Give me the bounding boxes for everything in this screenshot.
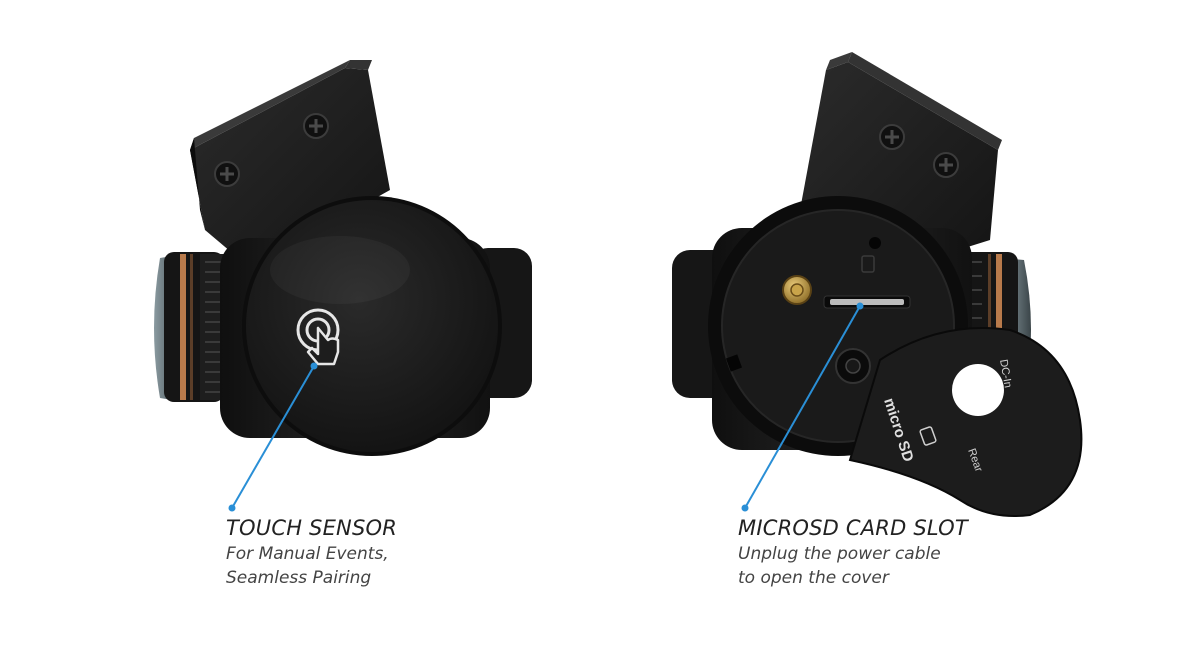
screw-icon	[303, 113, 329, 139]
callout-title: TOUCH SENSOR	[226, 516, 398, 540]
cover-label-dc-in: DC-In	[997, 358, 1014, 388]
callout-line: Seamless Pairing	[226, 568, 372, 588]
right-camera: DC-In Rear micro SD	[672, 52, 1083, 517]
touch-sensor-callout: TOUCH SENSOR For Manual Events, Seamless…	[226, 516, 397, 590]
screw-icon	[214, 161, 240, 187]
callout-line: Unplug the power cable	[738, 544, 941, 564]
screw-icon	[933, 152, 959, 178]
dc-in-port	[835, 348, 871, 384]
rear-connector	[782, 275, 812, 305]
mic-hole	[869, 237, 881, 249]
microsd-callout: MICROSD CARD SLOT Unplug the power cable…	[738, 516, 968, 590]
microsd-leader	[741, 302, 864, 512]
microsd-slot	[823, 295, 911, 309]
left-camera	[154, 60, 532, 512]
callout-line: For Manual Events,	[226, 544, 389, 564]
mount-bracket-left	[190, 60, 390, 268]
lens-barrel-left	[154, 252, 224, 402]
callout-title: MICROSD CARD SLOT	[738, 516, 968, 540]
screw-icon	[879, 124, 905, 150]
touch-sensor-leader	[228, 362, 318, 512]
callout-line: to open the cover	[738, 568, 889, 588]
microsd-cover: DC-In Rear micro SD	[848, 327, 1083, 517]
touch-sensor-icon	[296, 308, 340, 366]
